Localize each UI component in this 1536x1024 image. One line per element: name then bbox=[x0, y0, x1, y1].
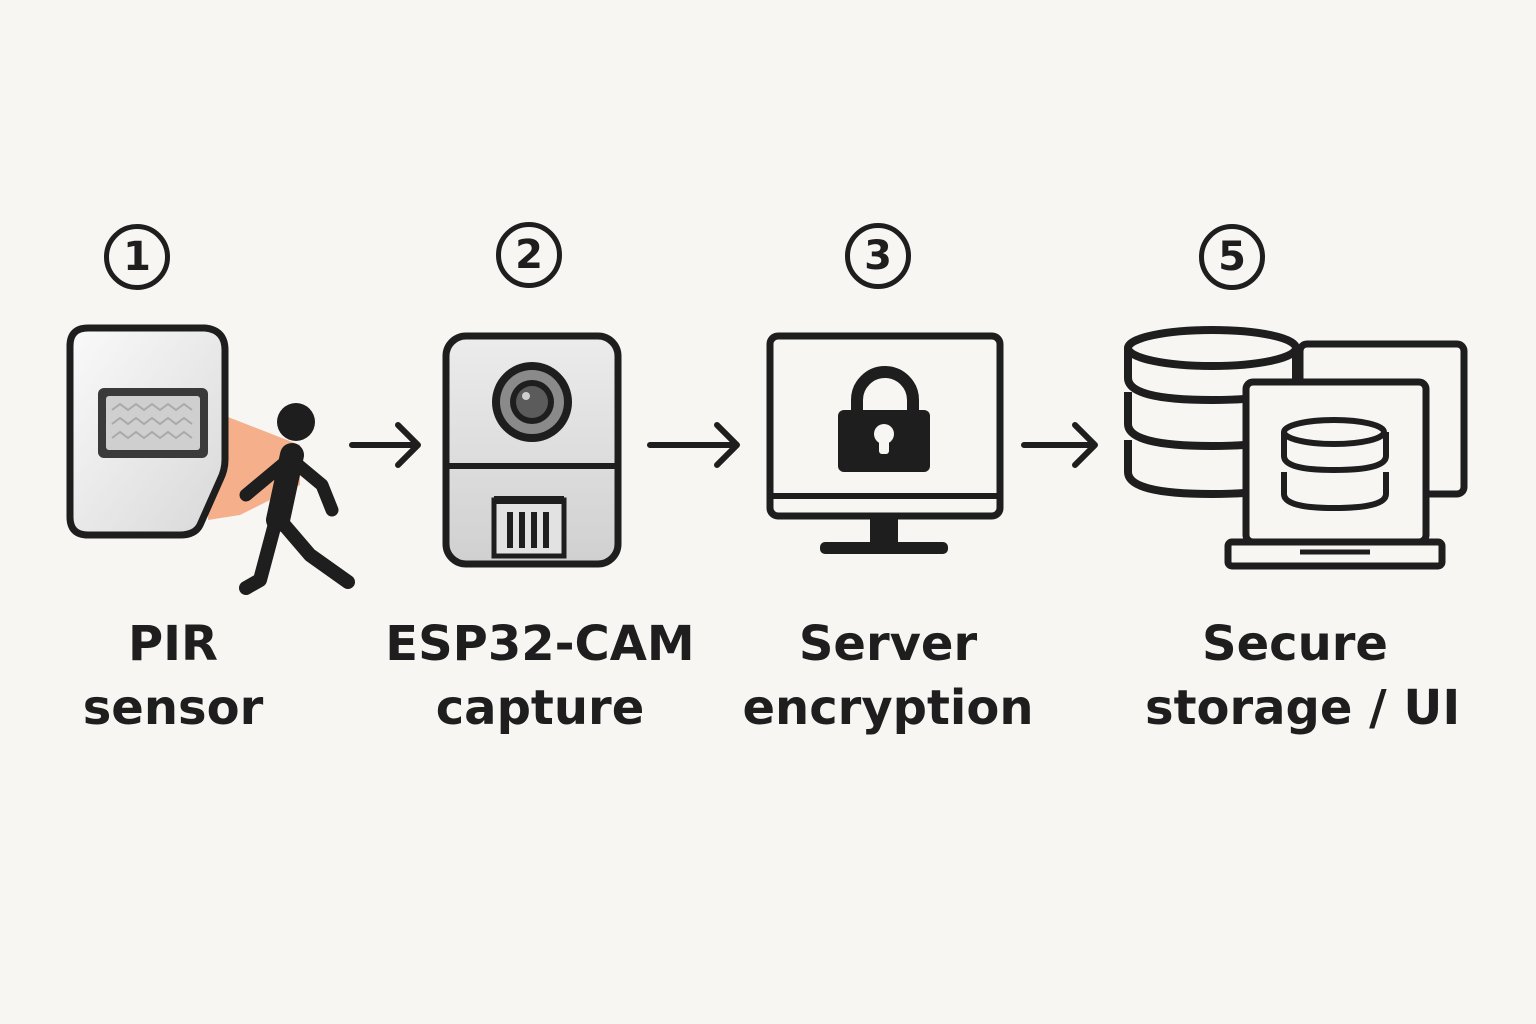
step-2-label: ESP32-CAM capture bbox=[385, 612, 695, 740]
small-database-icon bbox=[1281, 417, 1389, 512]
label-line-2: sensor bbox=[82, 680, 264, 736]
step-number: 3 bbox=[864, 233, 892, 279]
label-line-1: Server bbox=[798, 616, 978, 672]
step-1-label: PIR sensor bbox=[23, 612, 323, 740]
padlock-icon bbox=[838, 366, 930, 472]
step-2-number-badge: 2 bbox=[496, 222, 562, 288]
label-line-1: ESP32-CAM bbox=[385, 616, 695, 672]
label-line-1: Secure bbox=[1202, 616, 1388, 672]
step-5-number-badge: 5 bbox=[1199, 224, 1265, 290]
monitor-lock-icon bbox=[766, 332, 1004, 554]
camera-connector bbox=[491, 497, 567, 559]
step-number: 2 bbox=[515, 232, 543, 278]
esp32-cam-icon bbox=[442, 332, 622, 568]
label-line-2: storage / UI bbox=[1145, 680, 1461, 736]
walking-person-icon bbox=[239, 403, 355, 595]
monitor-stand bbox=[870, 516, 898, 546]
monitor-base bbox=[820, 542, 948, 554]
label-line-2: capture bbox=[435, 680, 645, 736]
step-3-label: Server encryption bbox=[738, 612, 1038, 740]
step-1-number-badge: 1 bbox=[104, 224, 170, 290]
step-number: 1 bbox=[123, 234, 151, 280]
step-5-label: Secure storage / UI bbox=[1145, 612, 1461, 740]
step-number: 5 bbox=[1218, 234, 1246, 280]
arrow-right-icon bbox=[349, 422, 421, 468]
pir-sensor-icon bbox=[66, 324, 355, 595]
step-3-number-badge: 3 bbox=[845, 223, 911, 289]
arrow-right-icon bbox=[647, 422, 740, 468]
database-laptop-icon bbox=[1124, 326, 1468, 570]
label-line-1: PIR bbox=[128, 616, 218, 672]
camera-body bbox=[442, 332, 622, 568]
label-line-2: encryption bbox=[742, 680, 1034, 736]
arrow-right-icon bbox=[1021, 422, 1098, 468]
